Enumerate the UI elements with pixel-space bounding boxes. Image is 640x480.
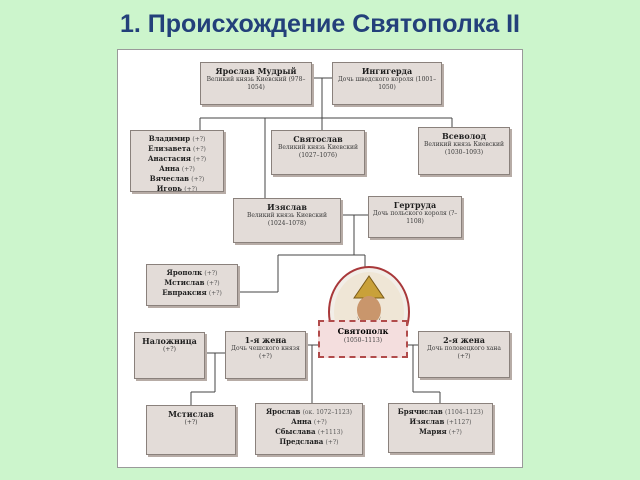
person-description: Дочь польского короля (?–1108) xyxy=(372,210,458,225)
yaroslav-children-box: Владимир (+?) Елизавета (+?) Анастасия (… xyxy=(130,130,224,192)
person-name: Ярослав Мудрый xyxy=(215,66,297,76)
person-description: Великий князь Киевский (978–1054) xyxy=(206,76,306,91)
second-wife-children-box: Брячислав (1104–1123) Изяслав (+1127) Ма… xyxy=(388,403,493,453)
family-tree-panel xyxy=(117,49,523,468)
child-entry: Ярослав (ок. 1072–1123) xyxy=(266,407,352,416)
slide-title: 1. Происхождение Святополка II xyxy=(119,10,521,38)
child-entry: Брячислав (1104–1123) xyxy=(397,407,484,416)
person-name: Святослав xyxy=(293,134,343,144)
izyaslav-children-box: Ярополк (+?) Мстислав (+?) Евпраксия (+?… xyxy=(146,264,238,306)
first-wife-box: 1-я жена Дочь чешского князя (+?) xyxy=(225,331,306,379)
child-entry: Евпраксия (+?) xyxy=(162,288,222,297)
child-entry: Мстислав (+?) xyxy=(164,278,220,287)
child-entry: Игорь (+?) xyxy=(156,184,198,192)
person-description: Великий князь Киевский (1030–1093) xyxy=(423,141,505,156)
person-dates: (+?) xyxy=(163,346,176,353)
person-dates: (1050–1113) xyxy=(343,337,383,344)
person-name: 2-я жена xyxy=(443,335,485,345)
person-name: Наложница xyxy=(142,336,197,346)
child-entry: Ярополк (+?) xyxy=(166,268,218,277)
izyaslav-box: Изяслав Великий князь Киевский (1024–107… xyxy=(233,198,341,243)
vsevolod-box: Всеволод Великий князь Киевский (1030–10… xyxy=(418,127,510,175)
concubine-box: Наложница (+?) xyxy=(134,332,205,379)
first-wife-children-box: Ярослав (ок. 1072–1123) Анна (+?) Сбысла… xyxy=(255,403,363,455)
child-entry: Анастасия (+?) xyxy=(147,154,207,163)
child-entry: Анна (+?) xyxy=(159,164,195,173)
child-entry: Владимир (+?) xyxy=(148,134,206,143)
yaroslav-the-wise-box: Ярослав Мудрый Великий князь Киевский (9… xyxy=(200,62,312,105)
child-entry: Предслава (+?) xyxy=(279,437,339,446)
person-name: Мстислав xyxy=(168,409,214,419)
person-name: Всеволод xyxy=(442,131,486,141)
person-name: Ингигерда xyxy=(361,66,413,76)
gertruda-box: Гертруда Дочь польского короля (?–1108) xyxy=(368,196,462,238)
person-description: Дочь шведского короля (1001–1050) xyxy=(337,76,437,91)
second-wife-box: 2-я жена Дочь половецкого хана (+?) xyxy=(418,331,510,378)
child-entry: Анна (+?) xyxy=(291,417,327,426)
person-dates: (+?) xyxy=(184,419,198,426)
mstislav-box: Мстислав (+?) xyxy=(146,405,236,455)
person-name: Изяслав xyxy=(267,202,307,212)
person-description: Дочь половецкого хана (+?) xyxy=(426,345,501,360)
ingigerda-box: Ингигерда Дочь шведского короля (1001–10… xyxy=(332,62,442,105)
child-entry: Вячеслав (+?) xyxy=(149,174,205,183)
person-description: Дочь чешского князя (+?) xyxy=(231,345,300,360)
child-entry: Сбыслава (+1113) xyxy=(275,427,343,436)
person-name: Святополк xyxy=(337,326,389,336)
child-entry: Мария (+?) xyxy=(419,427,462,436)
child-entry: Елизавета (+?) xyxy=(148,144,206,153)
svyatoslav-box: Святослав Великий князь Киевский (1027–1… xyxy=(271,130,365,175)
person-name: 1-я жена xyxy=(244,335,287,345)
child-entry: Изяслав (+1127) xyxy=(409,417,472,426)
person-description: Великий князь Киевский (1024–1078) xyxy=(246,212,328,227)
person-name: Гертруда xyxy=(393,200,437,210)
person-description: Великий князь Киевский (1027–1076) xyxy=(277,144,359,159)
svyatopolk-box: Святополк (1050–1113) xyxy=(318,320,408,358)
